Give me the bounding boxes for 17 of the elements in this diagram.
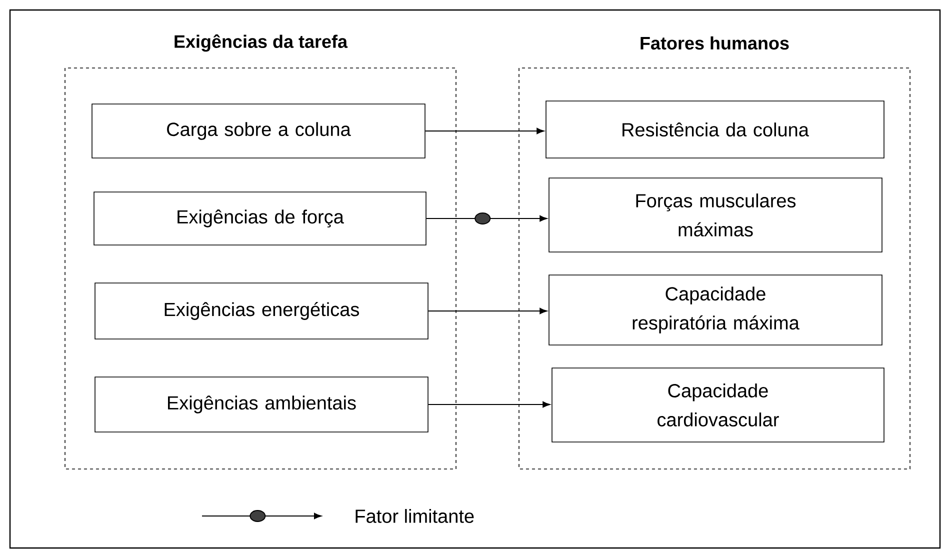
group-box [518, 68, 910, 470]
legend-text: Fator limitante [356, 509, 474, 523]
group-heading: Fatores humanos [640, 36, 789, 50]
arrow [428, 401, 550, 408]
factor-box: Capacidade cardiovascular [552, 368, 884, 442]
factor-box: Capacidade respiratória máxima [548, 274, 882, 346]
factor-box: Carga sobre a coluna [92, 104, 426, 158]
arrow [426, 212, 548, 224]
factor-box: Exigências energéticas [94, 282, 428, 340]
group-heading: Exigências da tarefa [174, 34, 348, 52]
factor-box: Exigências ambientais [94, 376, 428, 432]
factor-box: Resistência da coluna [546, 100, 884, 158]
group-box [64, 68, 456, 470]
factor-box: Forças musculares máximas [548, 178, 882, 252]
arrow [428, 308, 548, 314]
arrow [424, 128, 544, 134]
factor-box: Exigências de força [94, 192, 426, 246]
